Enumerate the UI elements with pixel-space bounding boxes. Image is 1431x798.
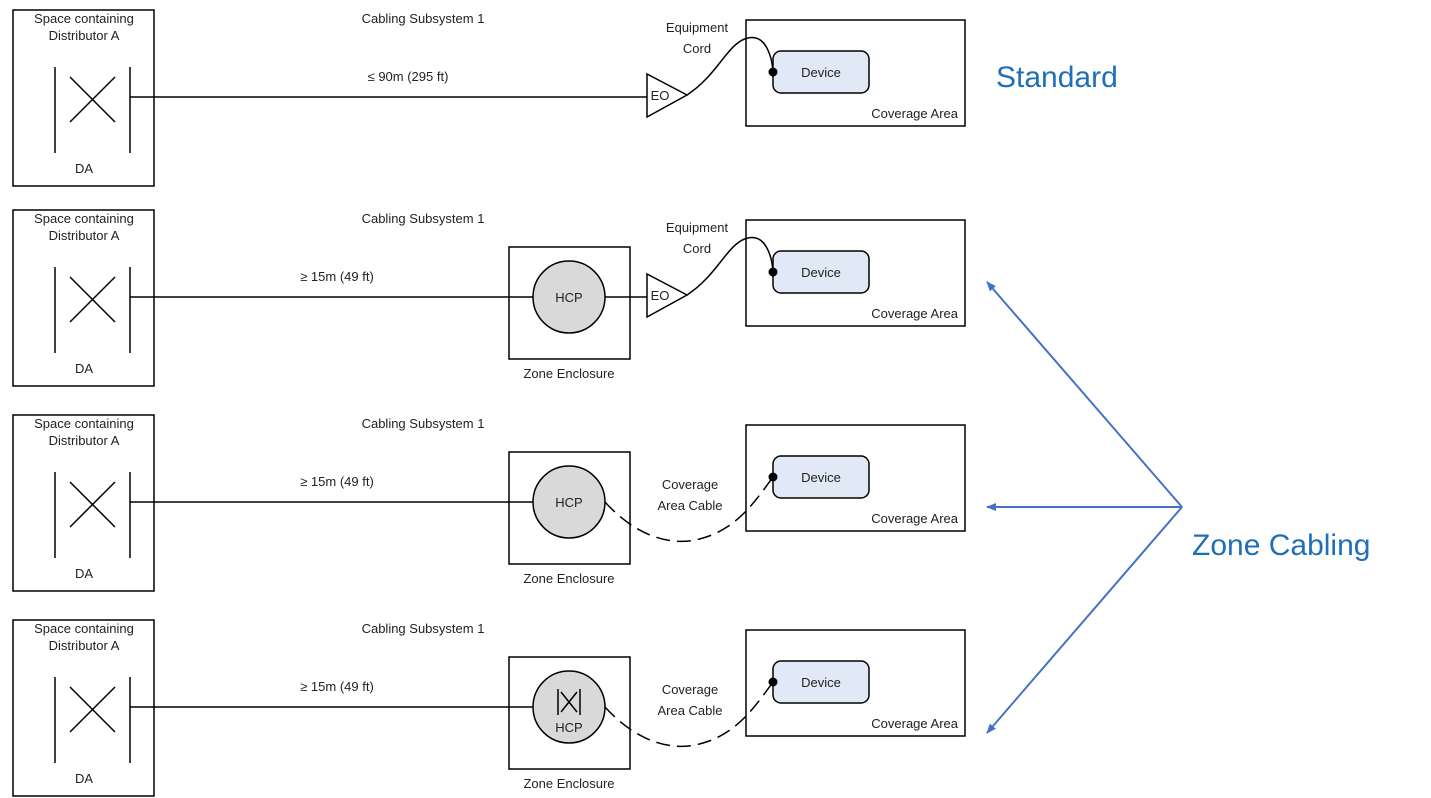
coverage-area-cable-label: Coverage xyxy=(662,682,718,697)
equipment-cord-label: Cord xyxy=(683,41,711,56)
zone-enclosure-label: Zone Enclosure xyxy=(523,571,614,586)
cabling-subsystem-label: Cabling Subsystem 1 xyxy=(362,11,485,26)
coverage-area-cable-label: Area Cable xyxy=(657,703,722,718)
device-label: Device xyxy=(801,675,841,690)
equipment-cord-line xyxy=(686,36,774,96)
hcp-label: HCP xyxy=(555,720,582,735)
distributor-space-box xyxy=(12,414,155,592)
cross-connect-icon xyxy=(69,686,116,733)
distributor-space-box xyxy=(12,9,155,187)
distance-label: ≤ 90m (295 ft) xyxy=(368,69,449,84)
coverage-area-box xyxy=(745,219,966,327)
cabling-subsystem-label: Cabling Subsystem 1 xyxy=(362,621,485,636)
coverage-area-label: Coverage Area xyxy=(871,106,958,121)
zone-cabling-arrow xyxy=(986,281,1183,508)
hcp-label: HCP xyxy=(555,290,582,305)
cross-connect-icon xyxy=(69,481,116,528)
eo-outlet-icon xyxy=(646,272,689,319)
eo-label: EO xyxy=(651,88,670,103)
equipment-cord-line xyxy=(686,236,774,296)
coverage-area-cable-line xyxy=(604,476,774,543)
space-label: Space containing xyxy=(34,211,134,226)
equipment-cord-label: Equipment xyxy=(666,220,729,235)
space-label: Space containing xyxy=(34,621,134,636)
cabling-subsystem-label: Cabling Subsystem 1 xyxy=(362,416,485,431)
space-label: Space containing xyxy=(34,11,134,26)
coverage-area-box xyxy=(745,424,966,532)
eo-label: EO xyxy=(651,288,670,303)
coverage-area-label: Coverage Area xyxy=(871,511,958,526)
zone-cabling-arrow xyxy=(986,506,1183,734)
equipment-cord-label: Cord xyxy=(683,241,711,256)
zone-cabling-annotation-label: Zone Cabling xyxy=(1192,529,1370,562)
zone-enclosure-box xyxy=(508,656,631,770)
da-label: DA xyxy=(75,361,93,376)
device-label: Device xyxy=(801,65,841,80)
space-label: Distributor A xyxy=(49,433,120,448)
space-label: Distributor A xyxy=(49,28,120,43)
hcp-label: HCP xyxy=(555,495,582,510)
distance-label: ≥ 15m (49 ft) xyxy=(300,269,374,284)
da-label: DA xyxy=(75,771,93,786)
device-label: Device xyxy=(801,265,841,280)
cross-connect-icon xyxy=(69,276,116,323)
da-label: DA xyxy=(75,566,93,581)
distributor-space-box xyxy=(12,209,155,387)
device-label: Device xyxy=(801,470,841,485)
coverage-area-cable-label: Area Cable xyxy=(657,498,722,513)
coverage-area-label: Coverage Area xyxy=(871,306,958,321)
zone-enclosure-box xyxy=(508,246,631,360)
zone-enclosure-label: Zone Enclosure xyxy=(523,366,614,381)
coverage-area-cable-label: Coverage xyxy=(662,477,718,492)
hcp-cross-icon xyxy=(560,691,578,713)
coverage-area-cable-line xyxy=(604,681,774,748)
coverage-area-box xyxy=(745,629,966,737)
standard-annotation-label: Standard xyxy=(996,61,1118,94)
zone-enclosure-box xyxy=(508,451,631,565)
distance-label: ≥ 15m (49 ft) xyxy=(300,474,374,489)
da-label: DA xyxy=(75,161,93,176)
coverage-area-box xyxy=(745,19,966,127)
zone-enclosure-label: Zone Enclosure xyxy=(523,776,614,791)
distributor-space-box xyxy=(12,619,155,797)
equipment-cord-label: Equipment xyxy=(666,20,729,35)
space-label: Distributor A xyxy=(49,638,120,653)
cross-connect-icon xyxy=(69,76,116,123)
cabling-subsystem-label: Cabling Subsystem 1 xyxy=(362,211,485,226)
space-label: Distributor A xyxy=(49,228,120,243)
space-label: Space containing xyxy=(34,416,134,431)
coverage-area-label: Coverage Area xyxy=(871,716,958,731)
eo-outlet-icon xyxy=(646,72,689,119)
distance-label: ≥ 15m (49 ft) xyxy=(300,679,374,694)
